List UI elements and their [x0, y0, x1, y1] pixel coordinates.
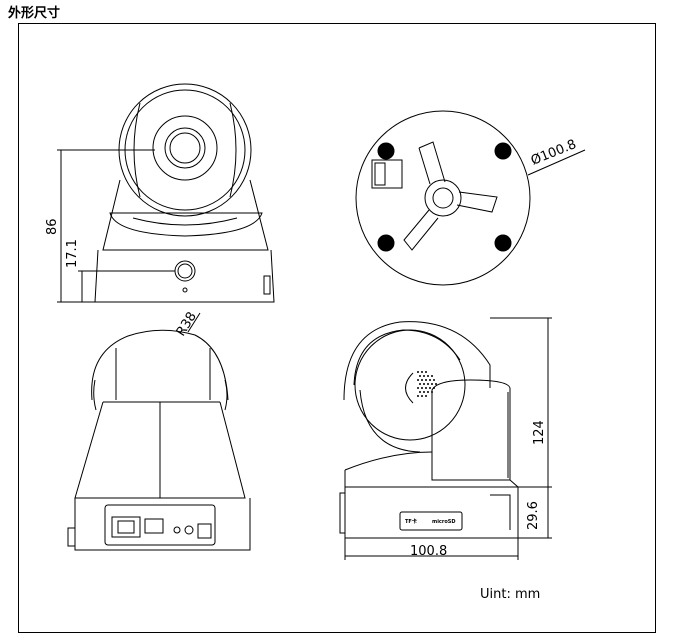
units-label: Uint: mm	[480, 587, 540, 602]
dim-front-height: 86	[45, 218, 60, 235]
page-title: 外形尺寸	[8, 6, 61, 21]
dim-side-height: 124	[532, 420, 547, 445]
dim-front-base-height: 17.1	[65, 239, 80, 268]
dim-back-radius: R38	[174, 309, 200, 339]
bottom-view	[355, 110, 586, 286]
side-panel-right-label: microSD	[432, 519, 456, 525]
dim-side-width: 100.8	[410, 544, 447, 559]
back-view	[67, 312, 251, 551]
side-panel-left-label: TF卡	[405, 518, 417, 525]
drawing-frame	[18, 23, 656, 633]
side-view	[339, 317, 552, 560]
dim-side-base-height: 29.6	[526, 501, 541, 530]
front-view	[57, 83, 275, 303]
speaker-grille	[417, 371, 437, 397]
